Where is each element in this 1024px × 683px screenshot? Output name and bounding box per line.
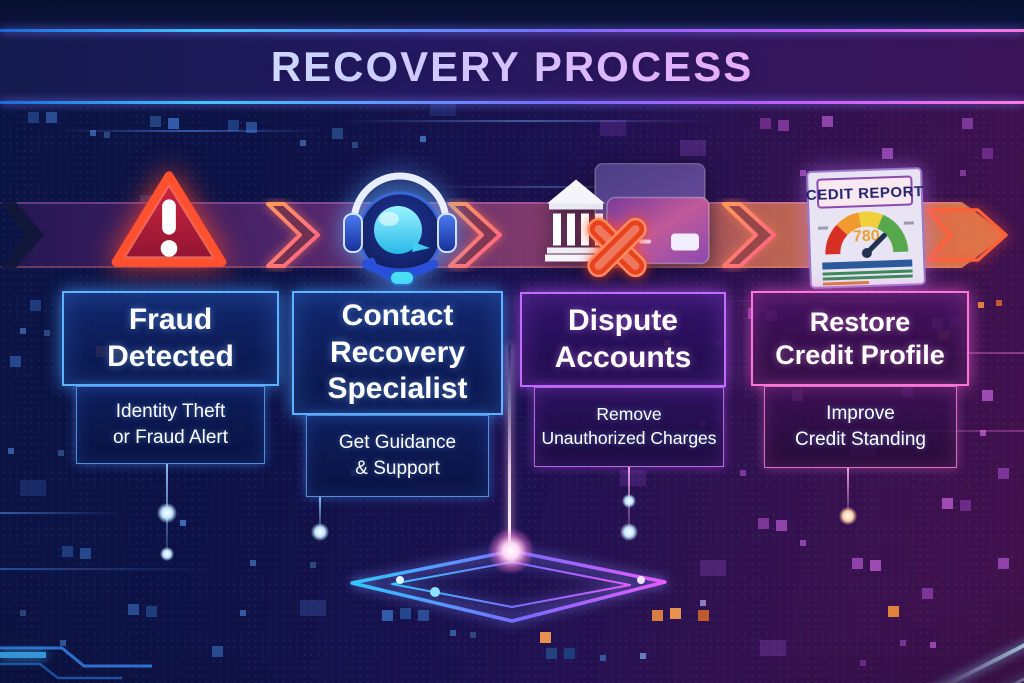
recovery-process-infographic: RECOVERY PROCESS (0, 0, 1024, 683)
vignette-overlay (0, 0, 1024, 683)
